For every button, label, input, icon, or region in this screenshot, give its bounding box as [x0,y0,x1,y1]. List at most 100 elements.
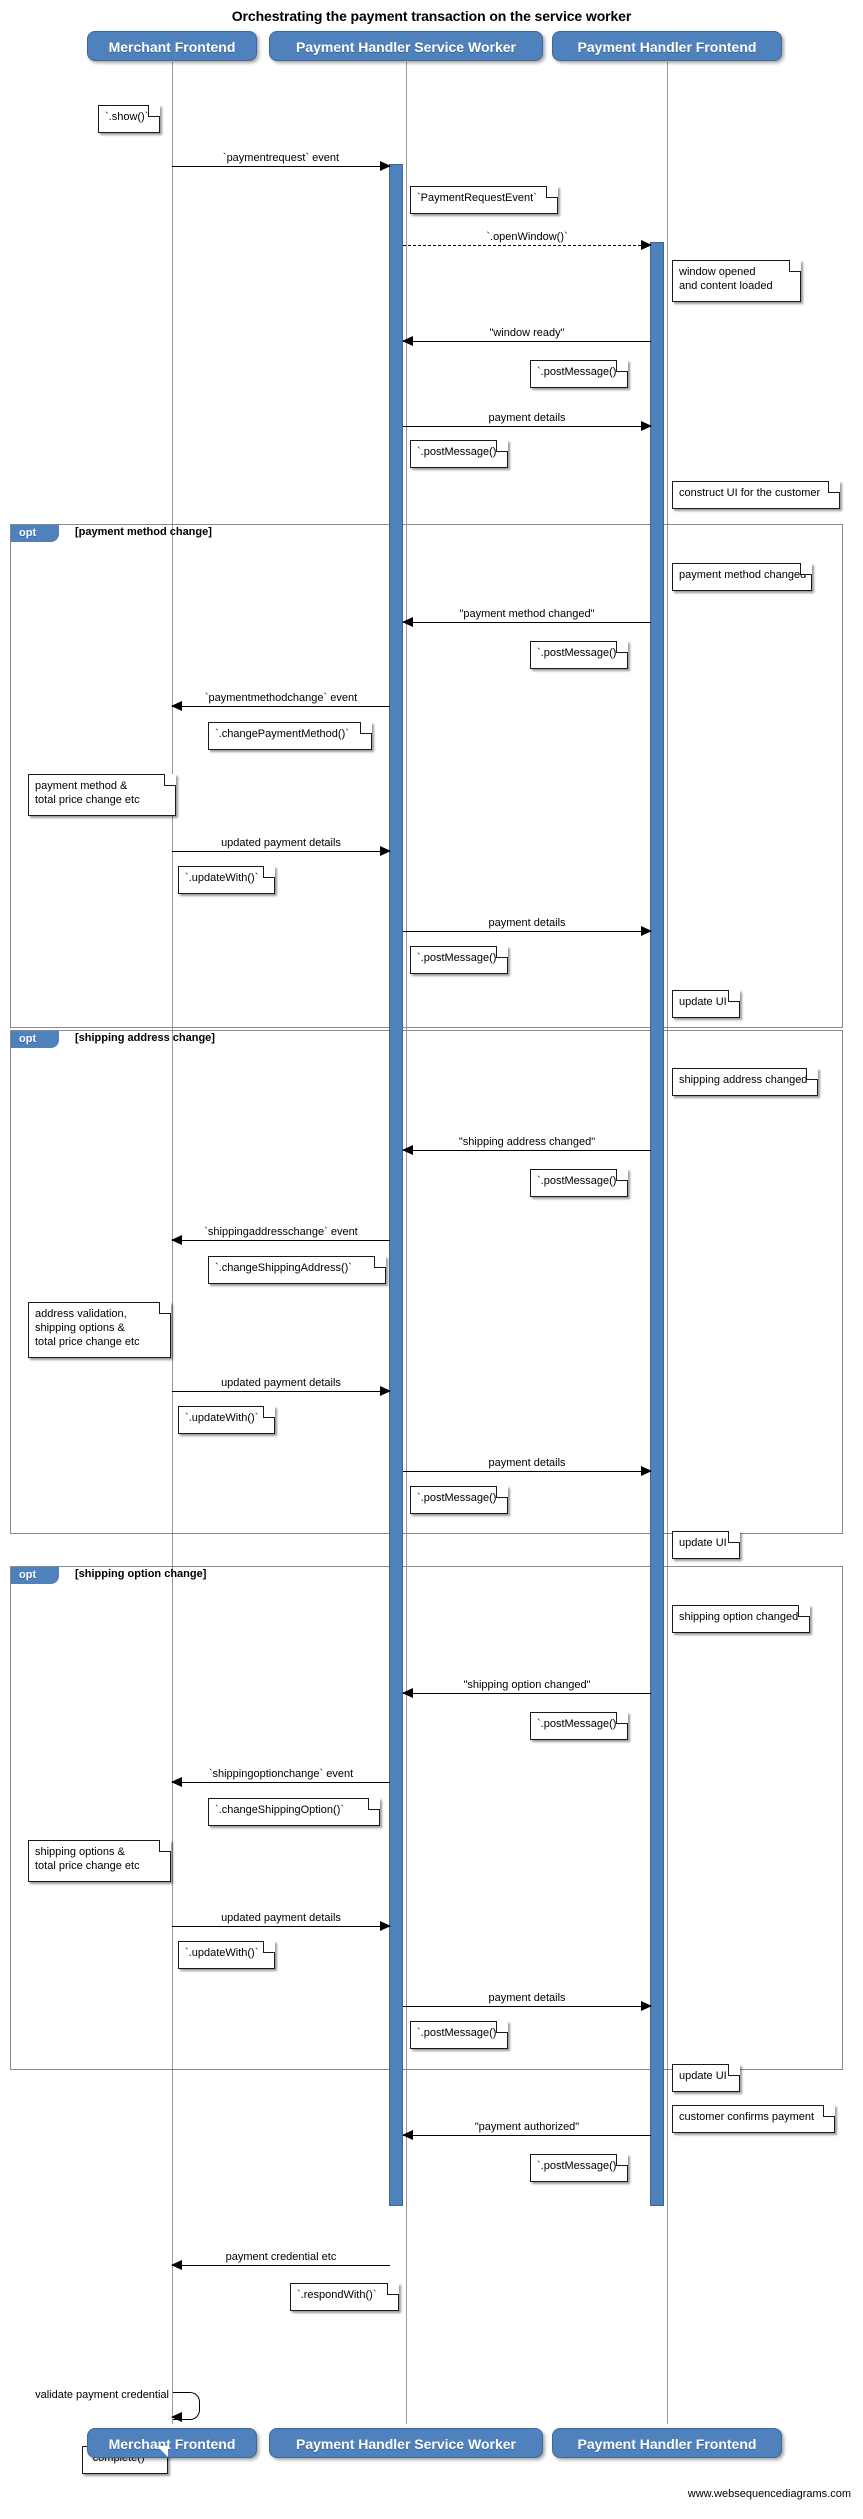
message-updated-payment-details-3: updated payment details [172,1912,391,1931]
note-construct-ui: construct UI for the customer [672,481,840,509]
note-update-ui-3: update UI [672,2064,740,2092]
message-label: payment details [488,412,566,424]
note-update-ui-1: update UI [672,990,740,1018]
note-window-opened: window opened and content loaded [672,260,801,302]
message-line [172,166,390,167]
message-line [172,851,390,852]
actor-handler-frontend-top[interactable]: Payment Handler Frontend [552,31,782,61]
message-line [172,1391,390,1392]
message-label: payment credential etc [225,2251,337,2263]
note-show: `.show()` [98,105,160,133]
message-label: updated payment details [221,837,341,849]
message-updated-payment-details-1: updated payment details [172,837,391,856]
arrow-head-icon [380,1921,391,1931]
note-address-validation: address validation, shipping options & t… [28,1302,171,1358]
message-label: updated payment details [221,1377,341,1389]
message-label: validate payment credential [35,2389,169,2401]
actor-service-worker-bottom[interactable]: Payment Handler Service Worker [269,2428,543,2458]
actor-service-worker-top[interactable]: Payment Handler Service Worker [269,31,543,61]
arrow-head-icon [171,1235,182,1245]
message-line [403,245,651,246]
fragment-label-opt-2: [shipping address change] [75,1032,215,1044]
note-post-message-9: `.postMessage()` [530,2154,628,2182]
message-label: payment details [488,1457,566,1469]
note-payment-request-event: `PaymentRequestEvent` [410,186,558,214]
message-label: `paymentrequest` event [222,152,340,164]
arrow-head-icon [641,2001,652,2011]
arrow-head-icon [380,1386,391,1396]
actor-merchant-frontend-bottom[interactable]: Merchant Frontend [87,2428,257,2458]
note-change-payment-method: `.changePaymentMethod()` [208,722,372,750]
message-label: "payment authorized" [474,2121,580,2133]
actor-label: Merchant Frontend [108,39,236,55]
arrow-head-icon [641,421,652,431]
message-paymentrequest-event: `paymentrequest` event [172,152,391,171]
note-post-message-6: `.postMessage()` [410,1486,508,1514]
message-line [403,1471,651,1472]
arrow-head-icon [641,1466,652,1476]
message-line [403,2135,651,2136]
actor-label: Payment Handler Service Worker [296,2436,516,2452]
fragment-label-opt-1: [payment method change] [75,526,212,538]
message-label: payment details [488,917,566,929]
message-validate-payment-credential: validate payment credential [35,2389,200,2422]
message-payment-details-2: payment details [403,917,652,936]
activation-service-worker [389,164,403,2206]
note-shipping-options-total-price: shipping options & total price change et… [28,1840,171,1882]
actor-label: Payment Handler Frontend [577,39,757,55]
message-paymentmethodchange-event: `paymentmethodchange` event [171,692,390,711]
arrow-head-icon [402,2130,413,2140]
actor-label: Payment Handler Frontend [577,2436,757,2452]
arrow-head-icon [380,846,391,856]
message-open-window: `.openWindow()` [403,231,652,250]
message-label: "window ready" [489,327,565,339]
arrow-head-icon [402,617,413,627]
message-label: "shipping address changed" [458,1136,596,1148]
message-label: "shipping option changed" [463,1679,591,1691]
message-window-ready: "window ready" [402,327,651,346]
message-label: "payment method changed" [459,608,595,620]
note-payment-method-total-price: payment method & total price change etc [28,774,176,816]
message-payment-details-1: payment details [403,412,652,431]
message-line [172,706,390,707]
note-change-shipping-address: `.changeShippingAddress()` [208,1256,386,1284]
fragment-tab-opt-2: opt [11,1031,59,1048]
note-respond-with: `.respondWith()` [290,2283,399,2311]
message-line [403,1150,651,1151]
message-line [403,622,651,623]
fragment-label-opt-3: [shipping option change] [75,1568,207,1580]
message-payment-details-3: payment details [403,1457,652,1476]
activation-handler-frontend [650,242,664,2206]
message-shipping-address-changed: "shipping address changed" [402,1136,651,1155]
actor-merchant-frontend-top[interactable]: Merchant Frontend [87,31,257,61]
actor-label: Payment Handler Service Worker [296,39,516,55]
note-post-message-4: `.postMessage()` [410,946,508,974]
arrow-head-icon [402,1688,413,1698]
actor-label: Merchant Frontend [108,2436,236,2452]
arrow-head-icon [171,1777,182,1787]
message-line [403,341,651,342]
message-updated-payment-details-2: updated payment details [172,1377,391,1396]
message-line [403,426,651,427]
arrow-head-icon [171,2412,182,2422]
message-payment-method-changed: "payment method changed" [402,608,651,627]
message-shippingoptionchange-event: `shippingoptionchange` event [171,1768,390,1787]
note-change-shipping-option: `.changeShippingOption()` [208,1798,380,1826]
lifeline-handler-frontend [667,62,668,2424]
message-label: `shippingaddresschange` event [204,1226,358,1238]
footer-credit: www.websequencediagrams.com [687,2488,851,2500]
message-label: `shippingoptionchange` event [208,1768,354,1780]
actor-handler-frontend-bottom[interactable]: Payment Handler Frontend [552,2428,782,2458]
message-line [172,1926,390,1927]
note-post-message-1: `.postMessage()` [530,360,628,388]
arrow-head-icon [402,336,413,346]
message-line [172,1240,390,1241]
message-line [403,1693,651,1694]
note-post-message-8: `.postMessage()` [410,2021,508,2049]
note-update-with-1: `.updateWith()` [178,866,275,894]
arrow-head-icon [171,2260,182,2270]
message-payment-authorized: "payment authorized" [402,2121,651,2140]
arrow-head-icon [641,926,652,936]
fragment-tab-opt-1: opt [11,525,59,542]
